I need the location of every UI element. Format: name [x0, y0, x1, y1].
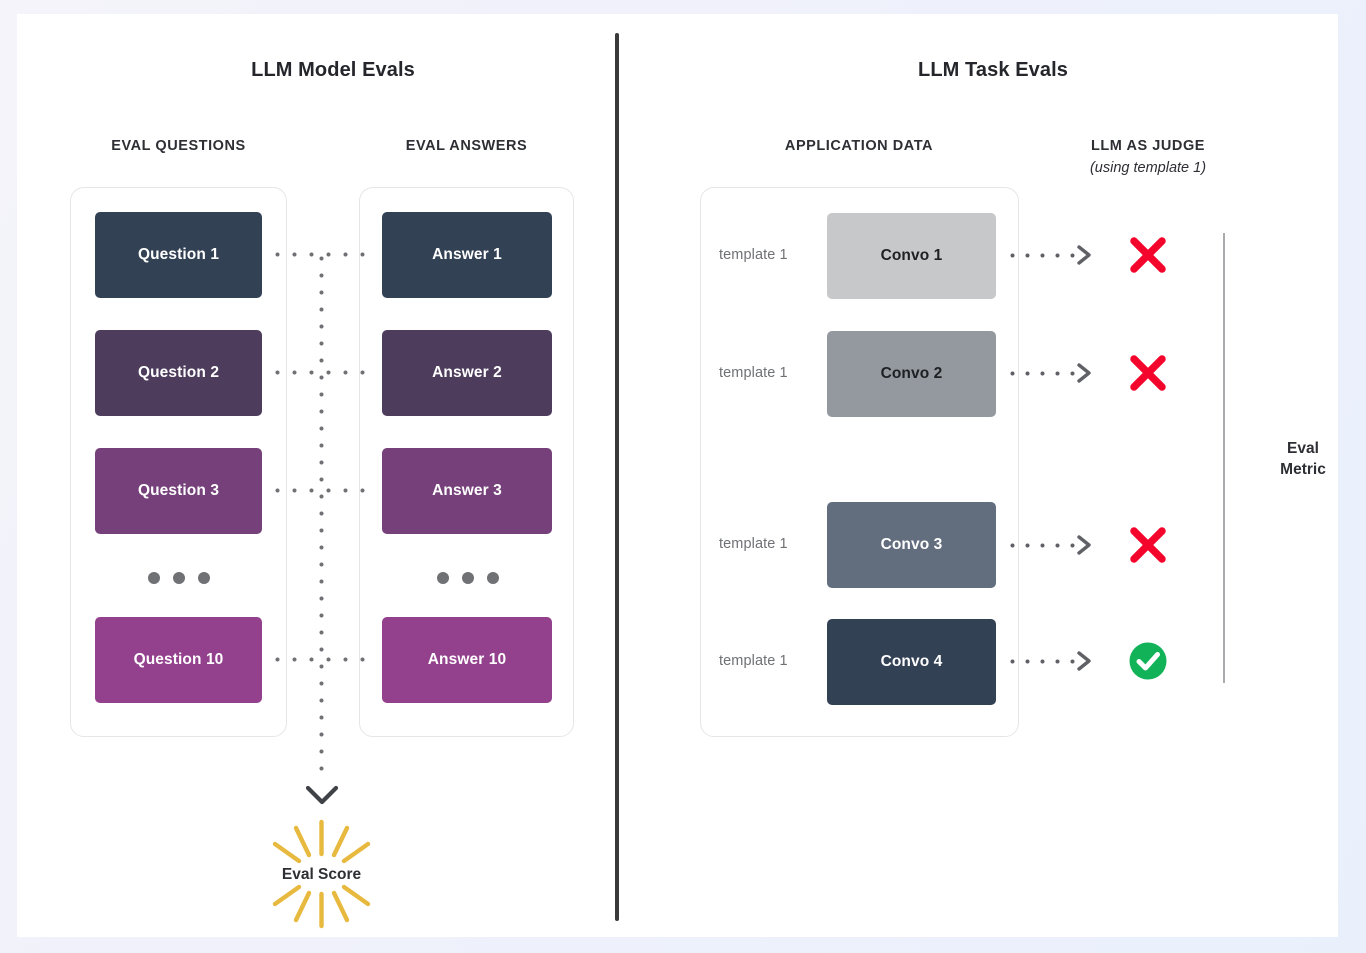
eval-metric-line-1: Eval [1287, 440, 1319, 457]
judge-arrow-row-1 [1005, 245, 1093, 265]
eval-metric-bracket [1223, 233, 1226, 683]
template-label-row-2: template 1 [719, 365, 788, 381]
answer-card-10[interactable]: Answer 10 [382, 617, 552, 703]
question-card-1[interactable]: Question 1 [95, 212, 262, 298]
eval-questions-heading: EVAL QUESTIONS [111, 138, 246, 154]
convo-card-4[interactable]: Convo 4 [827, 619, 996, 705]
template-label-row-3: template 1 [719, 536, 788, 552]
check-circle-icon-row-4 [1129, 642, 1167, 680]
chevron-right-icon [1077, 651, 1091, 671]
eval-metric-line-2: Metric [1280, 461, 1326, 479]
judge-arrow-row-3 [1005, 535, 1093, 555]
convo-card-2[interactable]: Convo 2 [827, 331, 996, 417]
question-card-10[interactable]: Question 10 [95, 617, 262, 703]
eval-metric-label: Eval Metric [1253, 438, 1353, 481]
arrow-dots-icon [1005, 658, 1076, 664]
connector-dots-vertical-spine [319, 250, 324, 780]
application-data-heading: APPLICATION DATA [784, 138, 934, 154]
template-label-row-1: template 1 [719, 247, 788, 263]
panel-divider [615, 33, 619, 921]
eval-score-label: Eval Score [281, 866, 362, 883]
question-card-2[interactable]: Question 2 [95, 330, 262, 416]
diagram-canvas: LLM Model Evals EVAL QUESTIONS EVAL ANSW… [17, 14, 1338, 937]
convo-card-1[interactable]: Convo 1 [827, 213, 996, 299]
questions-ellipsis-icon [148, 572, 210, 584]
answers-ellipsis-icon [437, 572, 499, 584]
arrow-dots-icon [1005, 370, 1076, 376]
chevron-right-icon [1077, 363, 1091, 383]
eval-answers-heading: EVAL ANSWERS [405, 138, 528, 154]
chevron-right-icon [1077, 535, 1091, 555]
llm-as-judge-subheading: (using template 1) [1089, 160, 1207, 176]
answer-card-1[interactable]: Answer 1 [382, 212, 552, 298]
cross-icon-row-3 [1130, 527, 1166, 563]
question-card-3[interactable]: Question 3 [95, 448, 262, 534]
left-panel-title: LLM Model Evals [251, 59, 415, 81]
convo-card-3[interactable]: Convo 3 [827, 502, 996, 588]
judge-arrow-row-4 [1005, 651, 1093, 671]
llm-as-judge-heading: LLM AS JUDGE [1090, 138, 1205, 154]
arrow-dots-icon [1005, 252, 1076, 258]
judge-arrow-row-2 [1005, 363, 1093, 383]
cross-icon-row-1 [1130, 237, 1166, 273]
right-panel-title: LLM Task Evals [918, 59, 1068, 81]
answer-card-2[interactable]: Answer 2 [382, 330, 552, 416]
cross-icon-row-2 [1130, 355, 1166, 391]
chevron-down-icon [305, 785, 339, 805]
arrow-dots-icon [1005, 542, 1076, 548]
eval-score-group: Eval Score [249, 814, 394, 934]
answer-card-3[interactable]: Answer 3 [382, 448, 552, 534]
chevron-right-icon [1077, 245, 1091, 265]
template-label-row-4: template 1 [719, 653, 788, 669]
starburst-icon [272, 819, 371, 929]
